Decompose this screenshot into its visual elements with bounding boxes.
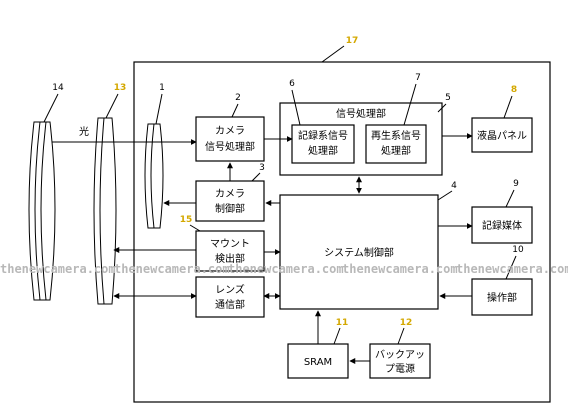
mount-detect-line2: 検出部	[215, 252, 245, 265]
ref-number-14: 14	[52, 83, 64, 93]
leader-15	[189, 224, 201, 232]
playback-signal-processor-line1: 再生系信号	[371, 129, 421, 142]
leader-10	[505, 255, 517, 280]
leader-11	[333, 327, 341, 345]
leader-3	[251, 172, 261, 182]
camera-control-box	[195, 180, 265, 222]
ref-number-9: 9	[513, 179, 519, 189]
ref-number-15: 15	[180, 215, 193, 225]
record-signal-processor-box	[291, 124, 355, 164]
ref-number-1: 1	[159, 83, 165, 93]
ref-number-2: 2	[235, 93, 241, 103]
leader-4	[437, 190, 453, 201]
recording-medium-label: 記録媒体	[482, 219, 522, 232]
mount-detect-line1: マウント	[210, 238, 250, 250]
camera-signal-processor-line2: 信号処理部	[205, 140, 255, 153]
signal-processing-label: 信号処理部	[336, 107, 386, 120]
leader-5	[437, 103, 447, 113]
leader-9	[505, 189, 515, 208]
ref-number-13: 13	[114, 83, 127, 93]
ref-number-3: 3	[259, 163, 265, 173]
ref-number-6: 6	[289, 79, 295, 89]
ref-number-5: 5	[445, 93, 451, 103]
leader-17	[321, 45, 345, 63]
mount-detect-box	[195, 230, 265, 272]
backup-power-line2: プ電源	[385, 362, 415, 375]
system-control-box	[279, 194, 439, 310]
camera-body-frame	[133, 61, 551, 403]
lens-communication-line1: レンズ	[215, 283, 245, 296]
leader-13	[105, 93, 119, 119]
operation-box	[471, 278, 533, 316]
leader-6	[291, 89, 301, 126]
sram-label: SRAM	[304, 357, 332, 368]
operation-label: 操作部	[487, 291, 517, 304]
recording-medium-box	[471, 206, 533, 244]
record-signal-processor-line2: 処理部	[308, 144, 338, 157]
camera-control-line2: 制御部	[215, 202, 245, 215]
watermark-4: thenewcamera.com	[342, 262, 458, 276]
ref-number-8: 8	[511, 85, 517, 95]
ref-number-11: 11	[336, 318, 349, 328]
watermark-3: thenewcamera.com	[228, 262, 344, 276]
lens-1	[144, 123, 164, 229]
lens-communication-box	[195, 276, 265, 318]
playback-signal-processor-box	[365, 124, 427, 164]
watermark-1: thenewcamera.com	[0, 262, 116, 276]
camera-control-line1: カメラ	[215, 188, 245, 200]
watermark-5: thenewcamera.com	[456, 262, 568, 276]
lens-13	[93, 117, 117, 305]
sram-box	[287, 343, 349, 379]
ref-number-7: 7	[415, 73, 421, 83]
light-label: 光	[79, 125, 89, 138]
leader-12	[397, 327, 405, 345]
ref-number-12: 12	[400, 318, 413, 328]
leader-14	[43, 93, 59, 123]
camera-signal-processor-line1: カメラ	[215, 125, 245, 137]
leader-7	[403, 83, 417, 126]
ref-number-10: 10	[512, 245, 524, 255]
backup-power-line1: バックアッ	[375, 349, 425, 361]
lens-14	[28, 121, 56, 301]
watermark-2: thenewcamera.com	[114, 262, 230, 276]
ref-number-4: 4	[451, 181, 457, 191]
leader-8	[503, 95, 513, 119]
leader-1	[155, 93, 163, 125]
camera-signal-processor-box	[195, 116, 265, 162]
ref-number-17: 17	[346, 36, 359, 46]
playback-signal-processor-line2: 処理部	[381, 144, 411, 157]
system-control-label: システム制御部	[324, 246, 394, 259]
lens-communication-line2: 通信部	[215, 298, 245, 311]
lcd-panel-label: 液晶パネル	[477, 129, 527, 142]
record-signal-processor-line1: 記録系信号	[298, 129, 348, 142]
leader-2	[231, 103, 239, 118]
